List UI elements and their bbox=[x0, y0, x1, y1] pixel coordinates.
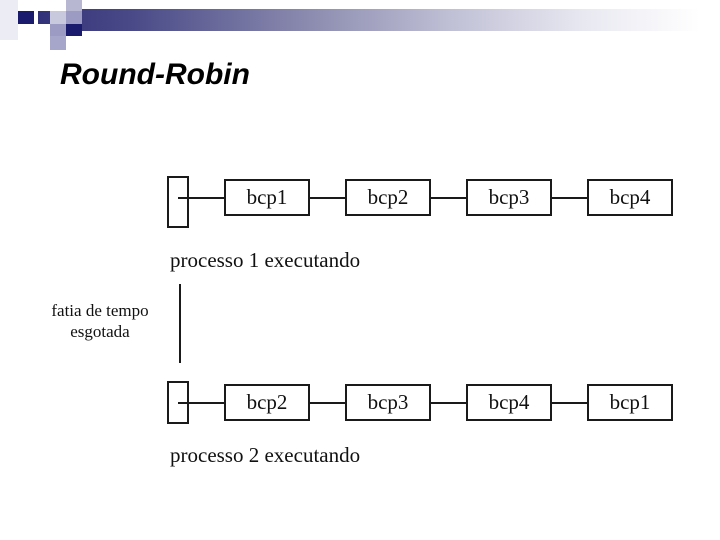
queue-node-label: bcp3 bbox=[367, 390, 409, 414]
queue-node-label: bcp1 bbox=[246, 185, 288, 209]
header-square bbox=[34, 0, 50, 11]
transition-vertical-line bbox=[179, 284, 181, 363]
queue-connector bbox=[431, 401, 466, 404]
header-square bbox=[34, 24, 50, 36]
queue-connector bbox=[431, 196, 466, 199]
header-square bbox=[0, 0, 18, 40]
header-square bbox=[34, 36, 50, 50]
queue-connector bbox=[310, 401, 345, 404]
row-caption-bottom: processo 2 executando bbox=[170, 443, 361, 467]
header-decoration bbox=[0, 0, 720, 50]
queue-connector bbox=[552, 196, 587, 199]
queue-head-marker-top bbox=[167, 176, 189, 228]
queue-node-box: bcp1 bbox=[224, 179, 310, 216]
header-square bbox=[66, 0, 82, 11]
header-gradient-bar bbox=[38, 9, 720, 31]
time-slice-label-line1: fatia de tempo bbox=[51, 301, 149, 320]
queue-node-box: bcp3 bbox=[345, 384, 431, 421]
row-caption-top: processo 1 executando bbox=[170, 248, 361, 272]
queue-node-label: bcp4 bbox=[488, 390, 530, 414]
queue-node-box: bcp4 bbox=[466, 384, 552, 421]
header-square bbox=[66, 24, 82, 36]
queue-node-label: bcp4 bbox=[609, 185, 651, 209]
time-slice-label-line2: esgotada bbox=[70, 322, 130, 342]
queue-connector bbox=[552, 401, 587, 404]
queue-connector bbox=[178, 196, 224, 199]
time-slice-label: fatia de tempo esgotada bbox=[20, 300, 180, 343]
header-square bbox=[18, 11, 34, 24]
queue-node-label: bcp2 bbox=[246, 390, 288, 414]
queue-connector bbox=[178, 401, 224, 404]
queue-node-box: bcp3 bbox=[466, 179, 552, 216]
queue-node-label: bcp2 bbox=[367, 185, 409, 209]
queue-node-label: bcp1 bbox=[609, 390, 651, 414]
header-square bbox=[50, 0, 66, 11]
header-square bbox=[66, 11, 82, 24]
queue-node-label: bcp3 bbox=[488, 185, 530, 209]
header-square bbox=[18, 24, 34, 36]
header-square bbox=[50, 11, 66, 24]
header-square bbox=[50, 36, 66, 50]
page-title: Round-Robin bbox=[60, 58, 250, 91]
queue-node-box: bcp2 bbox=[345, 179, 431, 216]
queue-node-box: bcp4 bbox=[587, 179, 673, 216]
header-square bbox=[50, 24, 66, 36]
queue-node-box: bcp2 bbox=[224, 384, 310, 421]
queue-node-box: bcp1 bbox=[587, 384, 673, 421]
queue-connector bbox=[310, 196, 345, 199]
